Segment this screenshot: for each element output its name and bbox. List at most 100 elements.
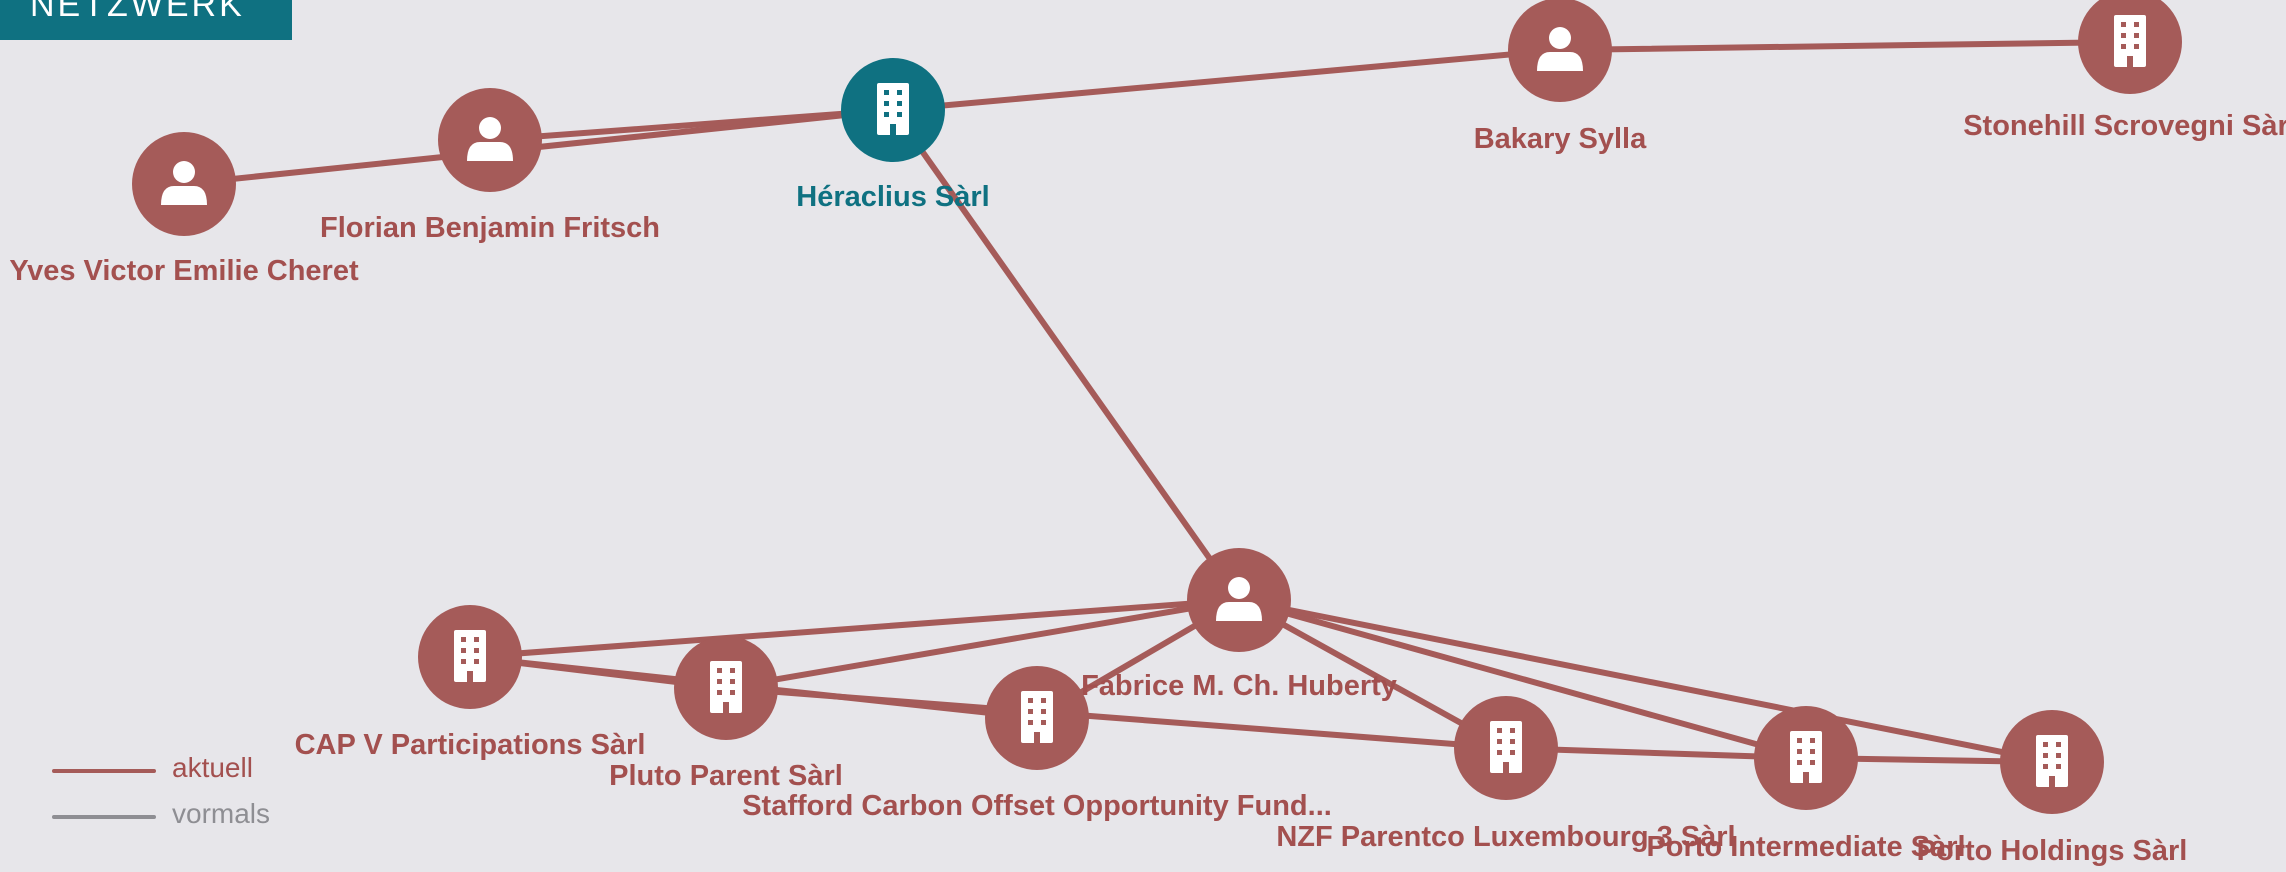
network-header-tab[interactable]: NETZWERK [0,0,292,40]
building-icon-door [2127,56,2133,67]
node-portohold[interactable] [2000,710,2104,814]
building-icon-window [1797,760,1802,765]
edge-fabrice-portohold [1236,597,2055,765]
building-icon-window [1041,698,1046,703]
node-yves[interactable] [132,132,236,236]
node-label-florian[interactable]: Florian Benjamin Fritsch [320,212,660,244]
building-icon-window [730,690,735,695]
node-bakary[interactable] [1508,0,1612,102]
building-icon [710,661,742,713]
building-icon-window [717,690,722,695]
building-icon-window [717,668,722,673]
node-stonehill[interactable] [2078,0,2182,94]
person-icon [1537,27,1583,71]
node-fabrice[interactable] [1187,548,1291,652]
node-heraclius[interactable] [841,58,945,162]
building-icon-window [1041,720,1046,725]
building-icon-window [1797,738,1802,743]
building-icon-window [2121,44,2126,49]
node-label-portoint[interactable]: Porto Intermediate Sàrl [1646,831,1965,863]
node-label-capv[interactable]: CAP V Participations Sàrl [295,729,646,761]
building-icon-window [2056,764,2061,769]
building-icon-window [884,112,889,117]
person-icon [161,161,207,205]
building-icon-window [884,90,889,95]
node-circle [1508,0,1612,102]
legend-line-current [52,769,156,773]
building-icon-door [890,124,896,135]
building-icon [2114,15,2146,67]
legend-item-current: aktuell [50,748,310,794]
building-icon-door [1503,762,1509,773]
node-label-stafford[interactable]: Stafford Carbon Offset Opportunity Fund.… [742,790,1332,822]
building-icon-window [2056,742,2061,747]
node-florian[interactable] [438,88,542,192]
building-icon-window [2043,742,2048,747]
building-icon-window [1028,709,1033,714]
node-circle [132,132,236,236]
building-icon-window [1497,728,1502,733]
building-icon [1790,731,1822,783]
person-icon-body [1537,52,1583,71]
building-icon-window [474,659,479,664]
legend: aktuell vormals [50,748,310,840]
node-label-portohold[interactable]: Porto Holdings Sàrl [1917,835,2188,867]
building-icon-body [1021,691,1053,743]
building-icon-window [717,679,722,684]
building-icon-window [1028,698,1033,703]
legend-line-former [52,815,156,819]
building-icon-door [2049,776,2055,787]
person-icon [467,117,513,161]
building-icon-body [877,83,909,135]
building-icon [1021,691,1053,743]
building-icon-door [467,671,473,682]
edge-fabrice-portoint [1236,597,1809,761]
node-nzf[interactable] [1454,696,1558,800]
person-icon-head [1549,27,1571,49]
building-icon-window [897,101,902,106]
nodes-layer [132,0,2182,814]
building-icon-window [1510,750,1515,755]
building-icon-body [2114,15,2146,67]
node-portoint[interactable] [1754,706,1858,810]
node-label-heraclius[interactable]: Héraclius Sàrl [796,181,989,213]
building-icon-window [1028,720,1033,725]
building-icon-window [730,679,735,684]
node-label-pluto[interactable]: Pluto Parent Sàrl [609,760,843,792]
node-label-nzf[interactable]: NZF Parentco Luxembourg 3 Sàrl [1276,821,1735,853]
node-label-yves[interactable]: Yves Victor Emilie Cheret [9,255,359,287]
node-capv[interactable] [418,605,522,709]
building-icon-window [2121,33,2126,38]
person-icon-body [1216,602,1262,621]
building-icon-door [1803,772,1809,783]
building-icon-window [461,659,466,664]
node-stafford[interactable] [985,666,1089,770]
person-icon-body [161,186,207,205]
building-icon-window [1510,728,1515,733]
building-icon-window [1497,750,1502,755]
labels-layer: Yves Victor Emilie Cheret Florian Benjami… [9,110,2286,867]
building-icon-window [2121,22,2126,27]
building-icon-window [730,668,735,673]
building-icon-window [474,648,479,653]
node-label-stonehill[interactable]: Stonehill Scrovegni Sàrl [1963,110,2286,142]
person-icon-body [467,142,513,161]
person-icon-head [173,161,195,183]
node-pluto[interactable] [674,636,778,740]
edge-fabrice-capv [467,597,1242,660]
building-icon-window [2043,764,2048,769]
building-icon-body [1790,731,1822,783]
building-icon-window [897,90,902,95]
node-label-fabrice[interactable]: Fabrice M. Ch. Huberty [1081,670,1397,702]
edge-heraclius-fabrice [890,107,1242,603]
building-icon-window [2134,44,2139,49]
edge-bakary-stonehill [1557,39,2133,53]
building-icon-window [461,648,466,653]
node-label-bakary[interactable]: Bakary Sylla [1474,123,1647,155]
building-icon-window [1497,739,1502,744]
building-icon-window [1810,738,1815,743]
edge-heraclius-bakary [890,47,1563,113]
edge-pluto-nzf [723,685,1509,751]
